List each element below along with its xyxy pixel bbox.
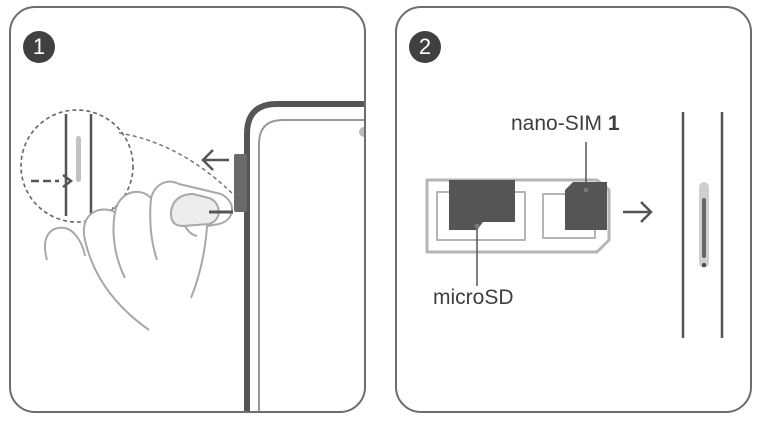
step-1-illustration — [20, 101, 364, 411]
phone-edge — [681, 112, 724, 338]
nano-sim-slot-number: 1 — [607, 112, 620, 135]
nano-sim-label: nano-SIM 1 — [511, 112, 620, 136]
arrow-right-icon — [623, 201, 653, 223]
step-1-badge: 1 — [23, 31, 55, 63]
phone-body — [244, 101, 364, 411]
microsd-label: microSD — [433, 286, 514, 309]
sim-card-icon — [565, 182, 607, 230]
microsd-card-icon — [449, 180, 515, 230]
step-2-badge: 2 — [409, 31, 441, 63]
step-1-panel: 1 — [9, 6, 366, 413]
step-2-illustration — [425, 112, 724, 338]
phone-sim-tray — [234, 154, 247, 212]
step-2-panel: 2 nano-SIM 1 microSD — [395, 6, 752, 413]
arrow-left-icon — [201, 149, 229, 171]
nano-sim-text: nano-SIM — [511, 112, 603, 135]
